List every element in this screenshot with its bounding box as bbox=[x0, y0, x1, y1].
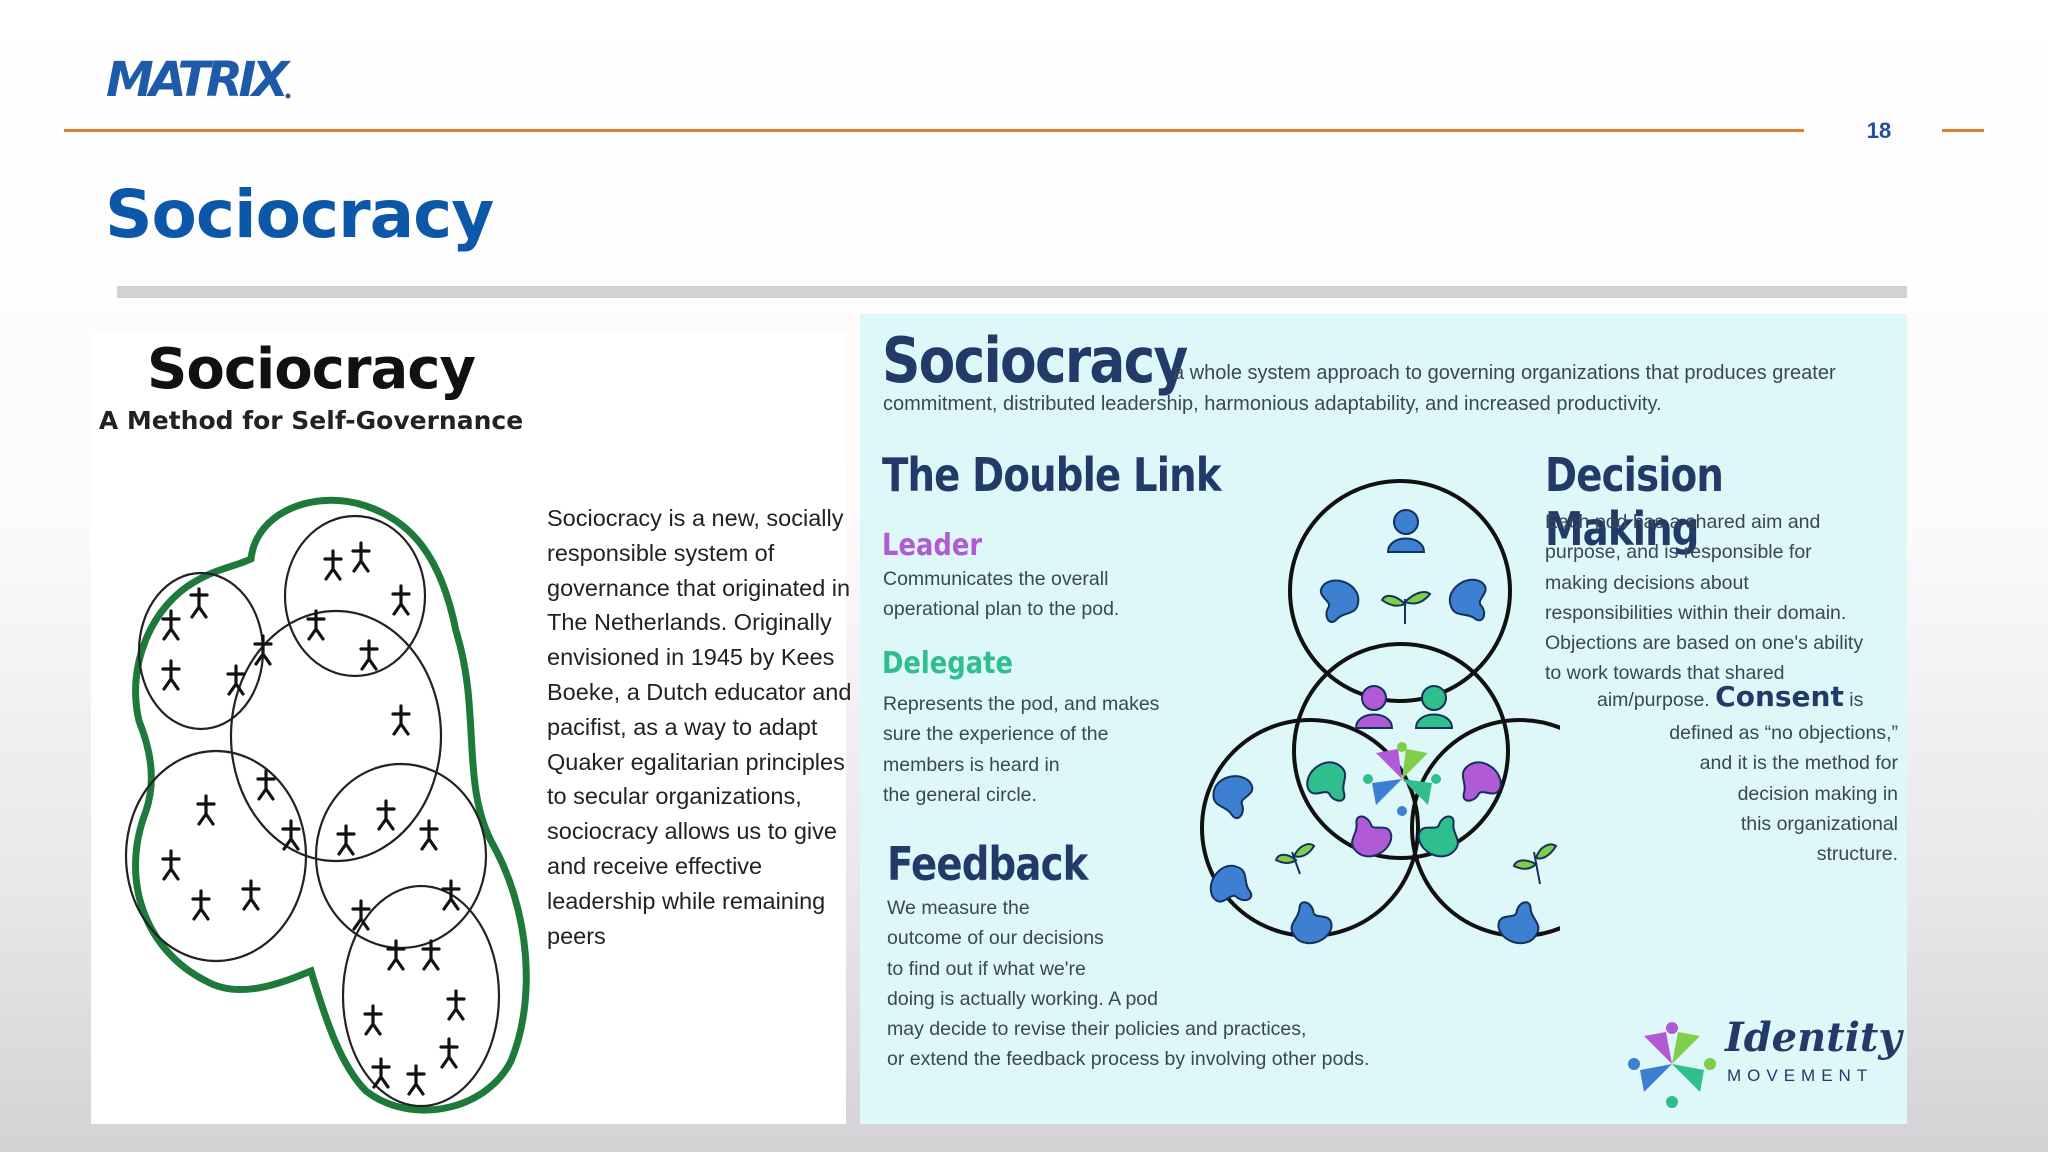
description-line: responsible system of bbox=[547, 539, 775, 566]
decision-line: purpose, and is responsible for bbox=[1545, 541, 1812, 564]
description-line: Quaker egalitarian principles bbox=[547, 748, 845, 775]
feedback-heading: Feedback bbox=[887, 837, 1088, 891]
member-icon bbox=[1442, 572, 1500, 631]
intro-line-1: a whole system approach to governing org… bbox=[1173, 362, 1836, 384]
consent-def-line: this organizational bbox=[1740, 812, 1898, 835]
matrix-logo: MATRIX bbox=[106, 52, 294, 108]
decision-line: Each pod has a shared aim and bbox=[1545, 511, 1821, 533]
pods-venn-diagram bbox=[1200, 479, 1560, 950]
consent-def-line: defined as “no objections,” bbox=[1669, 722, 1898, 744]
leader-heading: Leader bbox=[882, 528, 983, 563]
feedback-text: We measure the outcome of our decisions … bbox=[887, 893, 1369, 1075]
description-line: Sociocracy is a new, socially bbox=[547, 505, 844, 531]
decision-line: making decisions about bbox=[1545, 571, 1749, 594]
identity-movement-wordmark: Identity bbox=[1725, 1014, 1902, 1061]
description-line: envisioned in 1945 by Kees bbox=[547, 644, 835, 671]
delegate-line: Represents the pod, and makes bbox=[883, 693, 1160, 715]
member-icon bbox=[1493, 894, 1547, 950]
illustration-outline bbox=[132, 496, 530, 1114]
delegate-line: the general circle. bbox=[883, 783, 1037, 806]
sprout-icon bbox=[1274, 843, 1316, 875]
double-link-heading: The Double Link bbox=[882, 448, 1222, 502]
consent-word: Consent bbox=[1715, 680, 1844, 713]
feedback-line: We measure the bbox=[887, 897, 1030, 919]
method-subtitle: A Method for Self-Governance bbox=[98, 406, 524, 435]
feedback-line: to find out if what we're bbox=[887, 957, 1086, 980]
sociocracy-method-panel: Sociocracy A Method for Self-Governance bbox=[91, 331, 852, 1124]
consent-line: aim/purpose. Consent is bbox=[1597, 680, 1864, 715]
identity-movement-subword: MOVEMENT bbox=[1727, 1066, 1874, 1085]
method-title: Sociocracy bbox=[147, 337, 476, 402]
description-line: sociocracy allows us to give bbox=[547, 818, 837, 845]
consent-def-line: decision making in bbox=[1737, 782, 1898, 805]
leader-text: Communicates the overall operational pla… bbox=[883, 564, 1119, 625]
page-number: 18 bbox=[1866, 118, 1892, 143]
leader-line: Communicates the overall bbox=[883, 568, 1109, 590]
decision-line: to work towards that shared bbox=[1545, 662, 1785, 685]
method-title-block: Sociocracy A Method for Self-Governance bbox=[91, 331, 531, 435]
leader-icon bbox=[1448, 753, 1509, 814]
feedback-line: may decide to revise their policies and … bbox=[887, 1018, 1307, 1041]
pod-circle bbox=[283, 514, 427, 678]
description-line: and receive effective bbox=[547, 852, 763, 879]
header-rule-left bbox=[64, 129, 1804, 132]
feedback-line: outcome of our decisions bbox=[887, 927, 1104, 950]
identity-movement-panel: Sociocracy a whole system approach to go… bbox=[860, 314, 1907, 1124]
stick-figures bbox=[161, 541, 466, 1096]
feedback-line: doing is actually working. A pod bbox=[887, 987, 1159, 1010]
consent-definition: defined as “no objections,” and it is th… bbox=[1598, 718, 1898, 869]
left-pod-members bbox=[1203, 772, 1337, 950]
identity-movement-mark bbox=[1363, 742, 1441, 816]
intro-line-2: commitment, distributed leadership, harm… bbox=[883, 393, 1662, 415]
member-icon bbox=[1387, 509, 1425, 553]
matrix-logo-text: MATRIX bbox=[106, 52, 291, 108]
pod-circle bbox=[314, 762, 488, 950]
member-icon bbox=[1310, 574, 1365, 630]
member-icon bbox=[1283, 894, 1337, 950]
description-line: governance that originated in bbox=[547, 574, 851, 601]
delegate-text: Represents the pod, and makes sure the e… bbox=[883, 689, 1159, 810]
leader-icon bbox=[1340, 806, 1398, 865]
member-icon bbox=[1203, 858, 1262, 916]
sprout-icon bbox=[1512, 843, 1558, 885]
decision-line: Objections are based on one's ability bbox=[1545, 632, 1864, 655]
consent-line-prefix: aim/purpose. bbox=[1597, 689, 1710, 711]
consent-line-suffix: is bbox=[1849, 689, 1864, 711]
sprout-icon bbox=[1380, 591, 1432, 624]
description-line: pacifist, as a way to adapt bbox=[547, 713, 818, 740]
delegate-line: sure the experience of the bbox=[883, 723, 1109, 746]
description-line: leadership while remaining bbox=[547, 887, 826, 914]
delegate-line: members is heard in bbox=[883, 753, 1060, 776]
decision-line: responsibilities within their domain. bbox=[1545, 601, 1847, 624]
description-line: Boeke, a Dutch educator and bbox=[547, 678, 852, 705]
pod-circle-top bbox=[1288, 479, 1512, 703]
decision-making-text: Each pod has a shared aim and purpose, a… bbox=[1545, 507, 1863, 689]
slide-title: Sociocracy bbox=[105, 176, 494, 253]
member-icon bbox=[1209, 772, 1259, 823]
pod-circle-center bbox=[1292, 642, 1510, 860]
leader-line: operational plan to the pod. bbox=[883, 598, 1120, 621]
description-line: The Netherlands. Originally bbox=[547, 609, 832, 636]
title-divider-bar bbox=[117, 286, 1907, 298]
circles-of-people-illustration bbox=[124, 496, 530, 1114]
delegate-heading: Delegate bbox=[882, 646, 1013, 681]
identity-movement-logo-mark bbox=[1628, 1022, 1716, 1108]
pod-circle bbox=[341, 884, 501, 1108]
header-rule-right bbox=[1942, 129, 1984, 132]
pod-circle bbox=[124, 749, 308, 963]
consent-def-line: and it is the method for bbox=[1699, 752, 1898, 775]
decision-making-heading: Decision Making bbox=[1545, 448, 1724, 556]
feedback-line: or extend the feedback process by involv… bbox=[887, 1048, 1370, 1071]
description-line: peers bbox=[547, 922, 606, 949]
pod-circle bbox=[229, 609, 443, 863]
description-line: to secular organizations, bbox=[547, 783, 802, 810]
method-description: Sociocracy is a new, socially responsibl… bbox=[547, 501, 852, 953]
consent-def-line: structure. bbox=[1816, 843, 1898, 866]
infographic-title: Sociocracy bbox=[882, 324, 1188, 397]
